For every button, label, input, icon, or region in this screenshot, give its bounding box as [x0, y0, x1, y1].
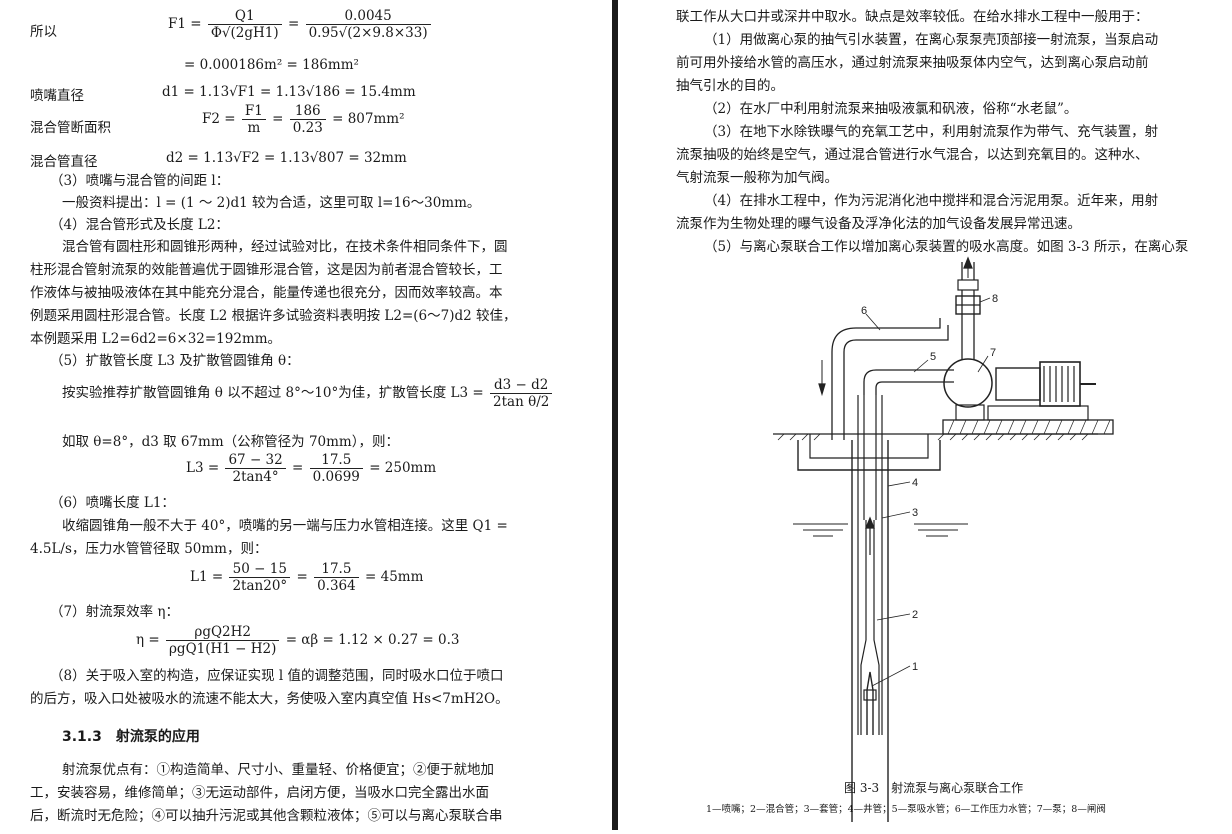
text-line: （3）在地下水除铁曝气的充氧工艺中，利用射流泵作为带气、充气装置，射 — [704, 124, 1159, 140]
figure-label: 1 — [912, 661, 918, 673]
text-line: （4）在排水工程中，作为污泥消化池中搅拌和混合污泥用泵。近年来，用射 — [704, 193, 1159, 209]
text-line: （5）扩散管长度 L3 及扩散管圆锥角 θ： — [50, 353, 300, 369]
text-line: （2）在水厂中利用射流泵来抽吸液氯和矾液，俗称“水老鼠”。 — [704, 101, 1078, 117]
text-line: 的后方，吸入口处被吸水的流速不能太大，务使吸入室内真空值 Hs<7mH2O。 — [30, 691, 509, 707]
label-nozzle-diameter: 喷嘴直径 — [30, 88, 84, 104]
mixing-tube-left — [860, 520, 867, 735]
mixing-tube-right — [873, 520, 880, 735]
well-pit — [797, 440, 941, 471]
text-line: 射流泵优点有：①构造简单、尺寸小、重量轻、价格便宜；②便于就地加 — [62, 762, 494, 778]
down-arrow-icon — [818, 383, 826, 397]
jet-pump-diagram: 1 2 3 4 5 6 7 8 — [773, 256, 1114, 822]
text-line: 4.5L/s，压力水管管径取 50mm，则： — [30, 541, 268, 557]
equation-diffuser-length: 按实验推荐扩散管圆锥角 θ 以不超过 8°～10°为佳，扩散管长度 L3 = d… — [62, 377, 554, 410]
flow-arrow-icon — [865, 516, 875, 529]
water-level — [793, 523, 968, 537]
equation-d1: d1 = 1.13√F1 = 1.13√186 = 15.4mm — [162, 84, 416, 100]
pump-base — [942, 419, 1114, 435]
figure-label: 6 — [861, 305, 867, 317]
text-line: 流泵抽吸的始终是空气，通过混合管进行水气混合，以达到充氧目的。这种水、 — [676, 147, 1149, 163]
figure-caption: 图 3-3 射流泵与离心泵联合工作 — [844, 781, 1024, 795]
text-line: 例题采用圆柱形混合管。长度 L2 根据许多试验资料表明按 L2=(6～7)d2 … — [30, 308, 517, 324]
figure-label: 7 — [990, 347, 996, 359]
text-line: 抽气引水的目的。 — [676, 78, 784, 94]
text-line: 后，断流时无危险；④可以抽升污泥或其他含颗粒液体；⑤可以与离心泵联合串 — [30, 808, 503, 824]
text-line: （1）用做离心泵的抽气引水装置，在离心泵泵壳顶部接一射流泵，当泵启动 — [704, 32, 1159, 48]
text-line: （8）关于吸入室的构造，应保证实现 l 值的调整范围，同时吸水口位于喷口 — [50, 668, 504, 684]
text-line: 作液体与被抽吸液体在其中能充分混合，能量传递也很充分，因而效率较高。本 — [30, 285, 503, 301]
text-line: 前可用外接给水管的高压水，通过射流泵来抽吸泵体内空气，达到离心泵启动前 — [676, 55, 1149, 71]
text-line: 如取 θ=8°，d3 取 67mm（公称管径为 70mm），则： — [62, 434, 399, 450]
figure-label: 8 — [992, 293, 998, 305]
figure-3-3: 1 2 3 4 5 6 7 8 — [618, 0, 1232, 834]
right-page: 联工作从大口井或深井中取水。缺点是效率较低。在给水排水工程中一般用于： （1）用… — [618, 0, 1232, 830]
label-mixing-area: 混合管断面积 — [30, 120, 111, 136]
text-line: 收缩圆锥角一般不大于 40°，喷嘴的另一端与压力水管相连接。这里 Q1 = — [62, 518, 508, 534]
text-line: 联工作从大口井或深井中取水。缺点是效率较低。在给水排水工程中一般用于： — [676, 9, 1149, 25]
pump-suction-pipe — [863, 369, 954, 395]
text-line: （6）喷嘴长度 L1： — [50, 495, 175, 511]
text-line: （7）射流泵效率 η： — [50, 604, 179, 620]
text-line: 气射流泵一般称为加气阀。 — [676, 170, 838, 186]
figure-label: 5 — [930, 351, 936, 363]
text-line: 一般资料提出：l = (1 ～ 2)d1 较为合适，这里可取 l=16～30mm… — [62, 195, 481, 211]
figure-legend: 1—喷嘴；2—混合管；3—套管；4—井管；5—泵吸水管；6—工作压力水管；7—泵… — [706, 804, 1106, 815]
up-arrow-icon — [963, 256, 973, 269]
figure-label: 4 — [912, 477, 918, 489]
section-heading: 3.1.3 射流泵的应用 — [62, 729, 200, 745]
text-line: 工，安装容易，维修简单；③无运动部件，启闭方便，当吸水口完全露出水面 — [30, 785, 489, 801]
text-line: 流泵作为生物处理的曝气设备及浮净化法的加气设备发展异常迅速。 — [676, 216, 1081, 232]
nozzle-shape — [866, 671, 874, 735]
figure-label: 2 — [912, 609, 918, 621]
text-line: 本例题采用 L2=6d2=6×32=192mm。 — [30, 331, 282, 347]
page-gutter — [612, 0, 618, 830]
equation-d2: d2 = 1.13√F2 = 1.13√807 = 32mm — [166, 150, 407, 166]
text-line: （5）与离心泵联合工作以增加离心泵装置的吸水高度。如图 3-3 所示，在离心泵 — [704, 239, 1189, 255]
figure-label: 3 — [912, 507, 918, 519]
label-suoyi: 所以 — [30, 24, 57, 40]
motor — [995, 367, 1041, 401]
text-line: （4）混合管形式及长度 L2： — [50, 217, 229, 233]
equation-f1-result: = 0.000186m² = 186mm² — [184, 57, 359, 73]
text-line: 柱形混合管射流泵的效能普遍优于圆锥形混合管，这是因为前者混合管较长，工 — [30, 262, 503, 278]
pressure-pipe — [843, 325, 949, 440]
text-line: （3）喷嘴与混合管的间距 l： — [50, 173, 230, 189]
centrifugal-pump — [943, 358, 993, 408]
text-line: 混合管有圆柱形和圆锥形两种，经过试验对比，在技术条件相同条件下，圆 — [62, 239, 508, 255]
label-mixing-diameter: 混合管直径 — [30, 154, 98, 170]
